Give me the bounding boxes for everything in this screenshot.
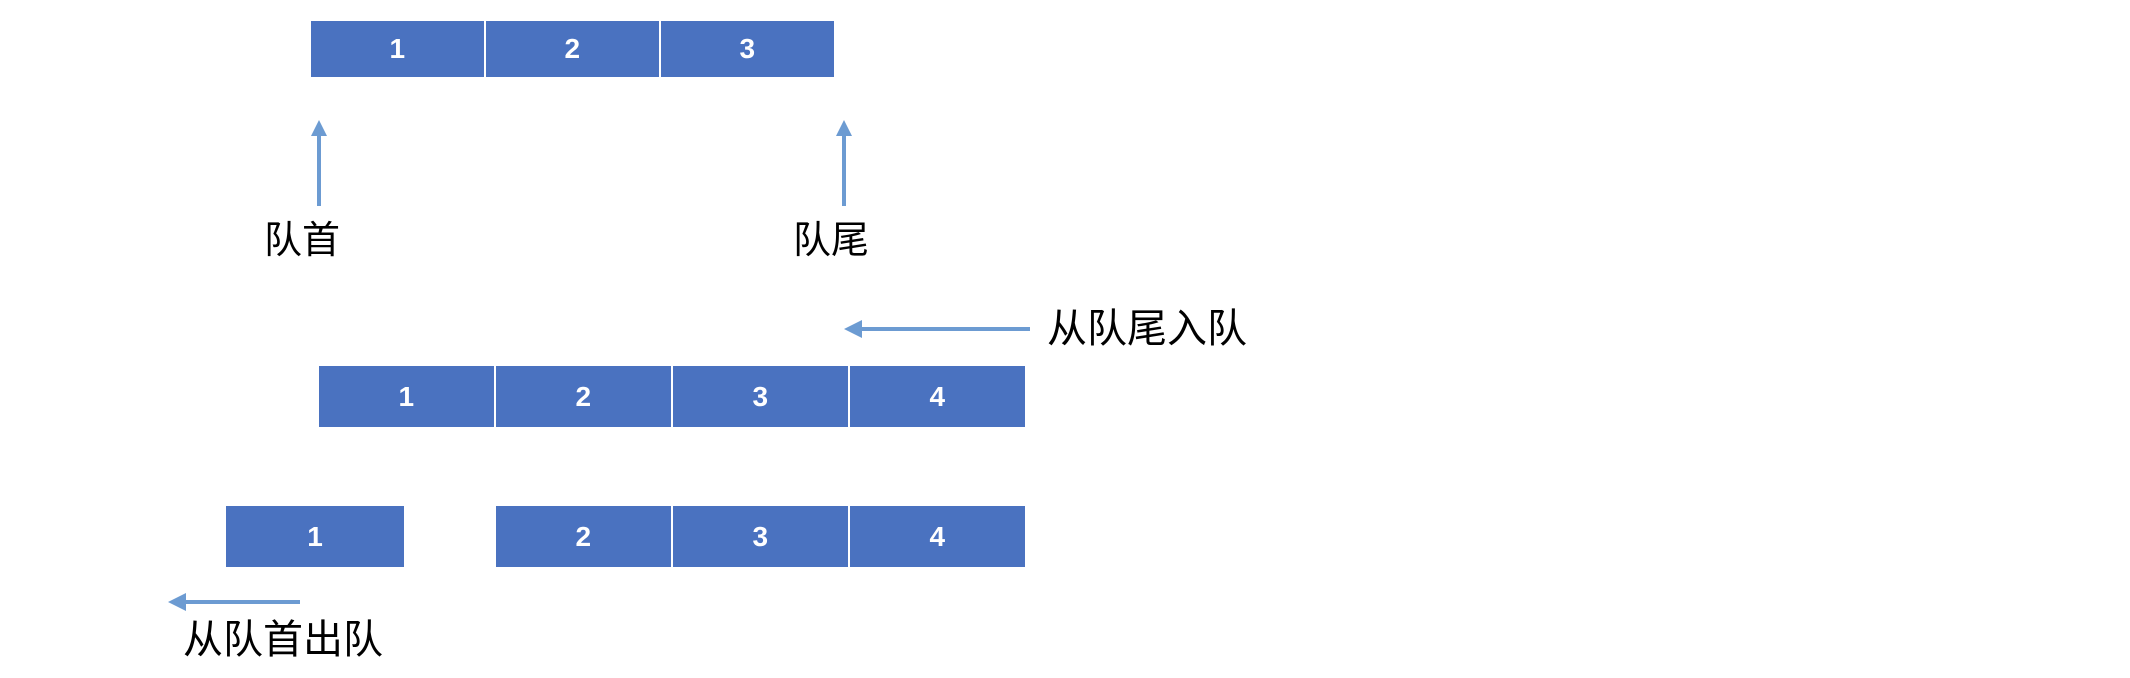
front-pointer-arrow-icon bbox=[306, 118, 332, 206]
queue-cell: 3 bbox=[672, 505, 849, 568]
front-pointer-label: 队首 bbox=[264, 218, 341, 262]
dequeue-arrow-icon bbox=[164, 588, 300, 616]
queue-cell: 2 bbox=[485, 20, 660, 78]
rear-pointer-arrow-icon bbox=[831, 118, 857, 206]
queue-row-initial: 1 2 3 bbox=[310, 20, 835, 78]
queue-row-after-enqueue: 1 2 3 4 bbox=[318, 365, 1026, 428]
queue-row-after-dequeue: 2 3 4 bbox=[495, 505, 1026, 568]
enqueue-operation-label: 从队尾入队 bbox=[1047, 306, 1247, 352]
queue-cell: 2 bbox=[495, 365, 672, 428]
queue-cell: 1 bbox=[310, 20, 485, 78]
queue-cell: 3 bbox=[672, 365, 849, 428]
queue-cell: 3 bbox=[660, 20, 835, 78]
dequeued-cell: 1 bbox=[225, 505, 405, 568]
enqueue-arrow-icon bbox=[840, 315, 1030, 343]
queue-cell: 1 bbox=[318, 365, 495, 428]
queue-cell: 2 bbox=[495, 505, 672, 568]
queue-cell: 4 bbox=[849, 505, 1026, 568]
rear-pointer-label: 队尾 bbox=[793, 218, 870, 262]
queue-cell: 4 bbox=[849, 365, 1026, 428]
dequeue-operation-label: 从队首出队 bbox=[183, 617, 383, 663]
